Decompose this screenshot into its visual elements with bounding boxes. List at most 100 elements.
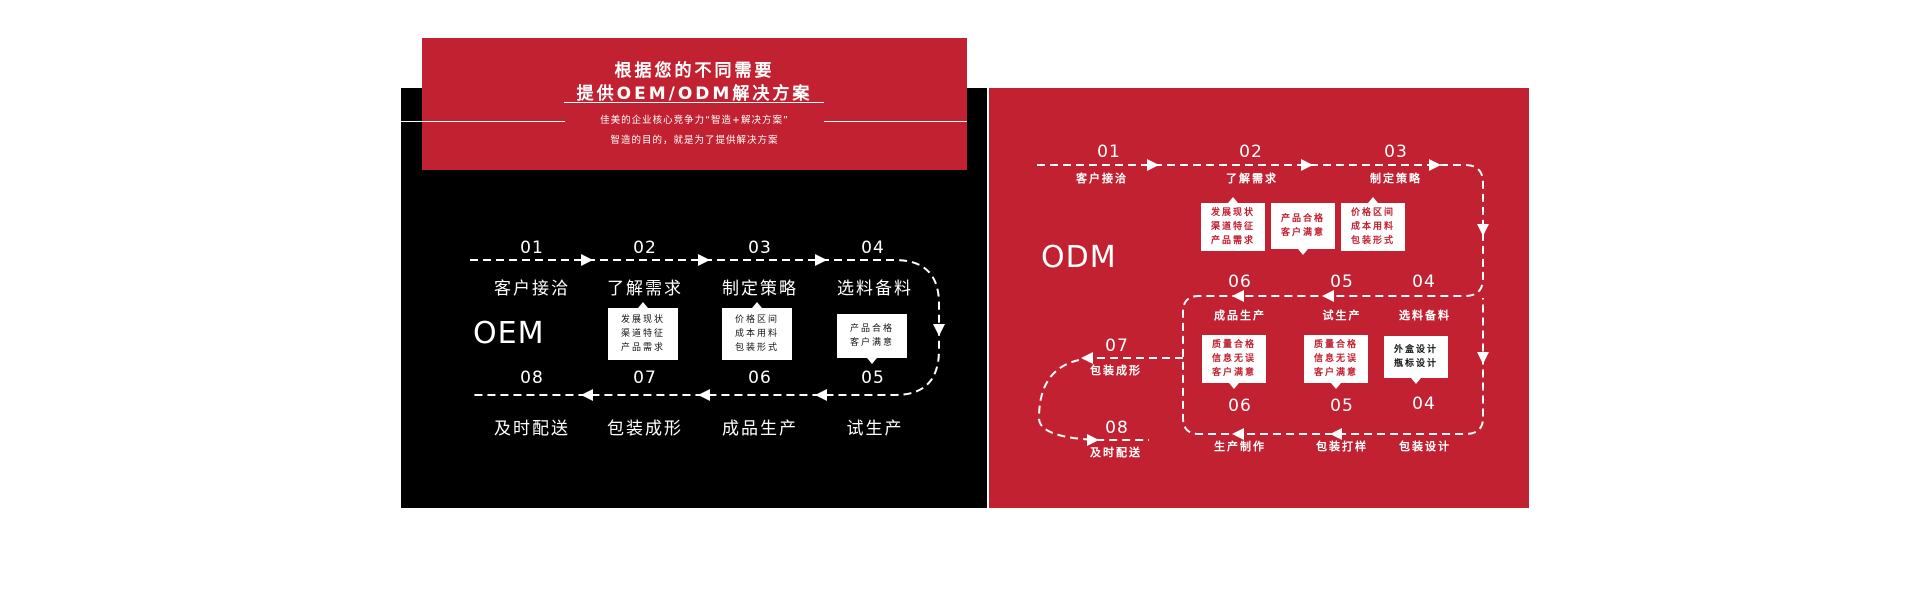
step-label: 了解需求: [607, 279, 683, 299]
note-line: 瓶标设计: [1393, 359, 1438, 369]
step-label: 客户接洽: [1076, 172, 1128, 185]
note-line: 客户满意: [849, 338, 894, 348]
step-number: 04: [1412, 394, 1436, 414]
note-line: 质量合格: [1211, 340, 1256, 350]
note-line: 质量合格: [1313, 340, 1358, 350]
step-number: 05: [861, 368, 885, 388]
step-number: 04: [1412, 272, 1436, 292]
note-line: 价格区间: [734, 315, 779, 325]
step-label: 试生产: [1322, 309, 1362, 322]
note-line: 包装形式: [734, 343, 779, 353]
note-line: 信息无误: [1313, 354, 1358, 364]
arrow-right-icon: [581, 254, 593, 266]
header-subtitle-line1: 佳美的企业核心竞争力“智造+解决方案”: [600, 115, 789, 126]
step-label: 包装成形: [1090, 364, 1142, 377]
header-title-line1: 根据您的不同需要: [614, 61, 775, 81]
arrow-right-icon: [698, 254, 710, 266]
step-label: 及时配送: [494, 419, 570, 439]
step-number: 05: [1330, 396, 1354, 416]
oem-flow-path: [470, 254, 945, 401]
step-label: 及时配送: [1090, 446, 1142, 459]
step-label: 制定策略: [1370, 172, 1422, 185]
note-line: 客户满意: [1313, 368, 1358, 378]
arrow-left-icon: [1330, 428, 1342, 440]
arrow-right-icon: [1087, 434, 1099, 446]
step-number: 04: [861, 238, 885, 258]
note-line: 产品合格: [1280, 214, 1325, 224]
step-number: 02: [1239, 142, 1263, 162]
arrow-down-icon: [1477, 352, 1489, 364]
arrow-left-icon: [1232, 428, 1244, 440]
arrow-right-icon: [1301, 159, 1313, 171]
step-label: 客户接洽: [494, 279, 570, 299]
step-label: 选料备料: [837, 279, 913, 299]
divider-right: [824, 121, 967, 122]
arrow-left-icon: [1081, 352, 1093, 364]
note-line: 价格区间: [1350, 208, 1395, 218]
step-number: 01: [1097, 142, 1121, 162]
step-label: 包装设计: [1399, 440, 1451, 453]
arrow-left-icon: [581, 389, 593, 401]
step-label: 选料备料: [1399, 309, 1451, 322]
arrow-left-icon: [1232, 290, 1244, 302]
step-number: 05: [1330, 272, 1354, 292]
oem-tag: OEM: [473, 316, 545, 351]
odm-tag: ODM: [1041, 240, 1117, 275]
note-line: 发展现状: [620, 315, 665, 325]
arrow-left-icon: [1322, 290, 1334, 302]
step-number: 06: [1228, 272, 1252, 292]
odm-panel: ODM 01 02 03 客户接洽 了解需求 制定策略 发展现状 渠道特征 产品…: [989, 88, 1529, 508]
step-label: 生产制作: [1214, 440, 1266, 453]
step-number: 01: [520, 238, 544, 258]
note-line: 产品需求: [620, 343, 665, 353]
note-line: 外盒设计: [1393, 345, 1438, 355]
note-box: 质量合格 信息无误 客户满意: [1304, 335, 1368, 389]
step-number: 03: [748, 238, 772, 258]
step-number: 07: [1105, 336, 1129, 356]
note-line: 信息无误: [1211, 354, 1256, 364]
arrow-down-icon: [933, 324, 945, 336]
title-underline: [564, 102, 824, 103]
note-line: 产品需求: [1210, 236, 1255, 246]
note-box: 质量合格 信息无误 客户满意: [1202, 335, 1266, 389]
note-line: 成本用料: [734, 329, 779, 339]
arrow-left-icon: [698, 389, 710, 401]
note-box: 价格区间 成本用料 包装形式: [1341, 197, 1405, 251]
step-number: 06: [748, 368, 772, 388]
note-box: 产品合格 客户满意: [837, 314, 907, 364]
note-box: 外盒设计 瓶标设计: [1384, 336, 1448, 384]
note-line: 客户满意: [1280, 228, 1325, 238]
header-title-line2: 提供OEM/ODM解决方案: [576, 84, 813, 104]
step-label: 成品生产: [722, 419, 798, 439]
step-label: 了解需求: [1226, 172, 1278, 185]
note-line: 产品合格: [849, 324, 894, 334]
step-label: 包装打样: [1316, 440, 1368, 453]
note-line: 发展现状: [1210, 208, 1255, 218]
step-number: 08: [520, 368, 544, 388]
step-number: 02: [633, 238, 657, 258]
step-label: 成品生产: [1214, 309, 1266, 322]
step-number: 07: [633, 368, 657, 388]
arrow-right-icon: [1429, 159, 1441, 171]
step-label: 试生产: [846, 419, 904, 439]
step-label: 包装成形: [607, 419, 683, 439]
step-label: 制定策略: [722, 279, 798, 299]
step-number: 06: [1228, 396, 1252, 416]
note-line: 渠道特征: [1210, 222, 1255, 232]
step-number: 03: [1384, 142, 1408, 162]
header-subtitle-line2: 智造的目的，就是为了提供解决方案: [610, 135, 779, 146]
arrow-right-icon: [815, 254, 827, 266]
note-box: 价格区间 成本用料 包装形式: [722, 302, 792, 360]
note-box: 产品合格 客户满意: [1271, 203, 1335, 255]
arrow-right-icon: [1147, 159, 1159, 171]
note-line: 客户满意: [1211, 368, 1256, 378]
arrow-left-icon: [815, 389, 827, 401]
note-box: 发展现状 渠道特征 产品需求: [1201, 197, 1265, 251]
divider-left: [401, 121, 565, 122]
arrow-down-icon: [1477, 224, 1489, 236]
note-box: 发展现状 渠道特征 产品需求: [608, 302, 678, 360]
odm-flow-path: [1037, 159, 1489, 446]
note-line: 包装形式: [1350, 236, 1395, 246]
step-number: 08: [1105, 418, 1129, 438]
note-line: 渠道特征: [620, 329, 665, 339]
